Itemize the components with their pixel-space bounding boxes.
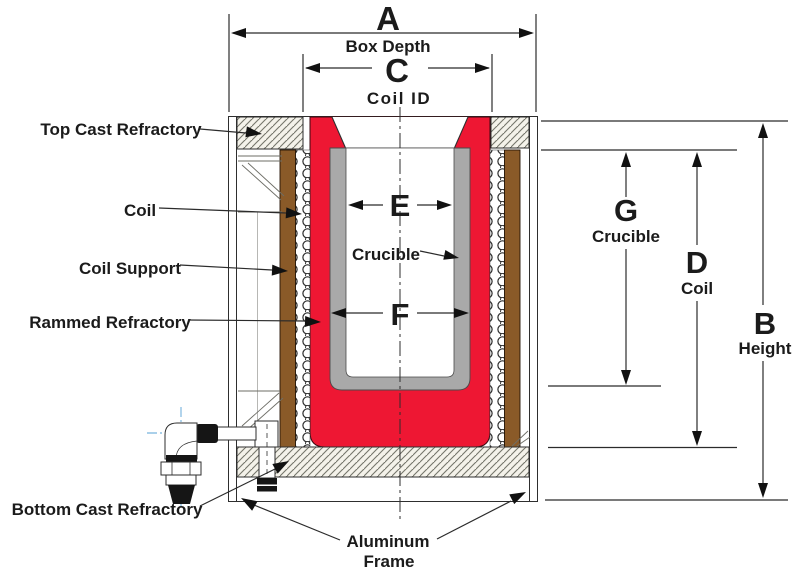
dim-f-letter: F bbox=[391, 297, 410, 332]
coil-support-right bbox=[504, 149, 521, 448]
dim-b-arrow-down bbox=[758, 483, 768, 498]
dim-d-arrow-down bbox=[692, 431, 702, 446]
dim-a: A Box Depth bbox=[228, 0, 537, 112]
label-bottom-cast-refractory: Bottom Cast Refractory bbox=[12, 500, 203, 519]
dim-c: C Coil ID bbox=[302, 52, 493, 112]
crucible-pointer-arrow bbox=[443, 249, 459, 260]
drain-cap bbox=[168, 485, 195, 504]
dim-b-arrow-up bbox=[758, 123, 768, 138]
label-bottom-cast-arrow bbox=[272, 461, 289, 474]
fitting-block bbox=[254, 420, 279, 448]
coil-right bbox=[489, 149, 505, 448]
dim-d-label: Coil bbox=[681, 279, 713, 298]
dim-a-arrow-left bbox=[231, 28, 246, 38]
dim-d: D Coil bbox=[681, 152, 713, 446]
part-labels: Top Cast Refractory Coil Coil Support Ra… bbox=[12, 120, 321, 519]
label-coil-support: Coil Support bbox=[79, 259, 181, 278]
bottom-cast-refractory bbox=[236, 446, 530, 478]
dim-f-arrow-left bbox=[331, 308, 346, 318]
dim-g-label: Crucible bbox=[592, 227, 660, 246]
dim-a-arrow-right bbox=[519, 28, 534, 38]
dim-d-arrow-up bbox=[692, 152, 702, 167]
dim-d-letter: D bbox=[686, 245, 708, 280]
dim-b-label: Height bbox=[739, 339, 792, 358]
drain-fitting bbox=[147, 407, 279, 509]
top-cast-refractory-right bbox=[490, 116, 530, 149]
label-coil-support-arrow bbox=[271, 264, 288, 276]
drain-foot-upper bbox=[257, 478, 277, 485]
hex-nut bbox=[160, 461, 202, 476]
dim-a-label: Box Depth bbox=[346, 37, 431, 56]
aluminum-frame-label: Aluminum Frame bbox=[241, 492, 526, 571]
dim-e: E bbox=[348, 188, 452, 223]
dim-g-letter: G bbox=[614, 193, 638, 228]
dim-e-arrow-right bbox=[437, 200, 452, 210]
label-top-cast-refractory: Top Cast Refractory bbox=[40, 120, 202, 139]
crucible-pointer: Crucible bbox=[352, 245, 459, 264]
pipe-coupling bbox=[196, 424, 218, 443]
dim-a-letter: A bbox=[376, 0, 400, 37]
drain-foot-lower bbox=[257, 486, 277, 492]
frame-bracing bbox=[238, 155, 531, 447]
crucible-pointer-label: Crucible bbox=[352, 245, 420, 264]
frame-left-wall bbox=[228, 116, 237, 502]
label-frame: Frame bbox=[363, 552, 414, 571]
elbow bbox=[164, 422, 198, 460]
label-frame-arrow-left bbox=[241, 498, 258, 511]
coil-left bbox=[295, 149, 311, 448]
label-aluminum: Aluminum bbox=[346, 532, 429, 551]
label-top-cast-arrow bbox=[245, 126, 262, 138]
dim-c-arrow-left bbox=[305, 63, 320, 73]
dim-b: B Height bbox=[739, 123, 792, 498]
label-rammed-refractory: Rammed Refractory bbox=[29, 313, 191, 332]
dim-b-letter: B bbox=[754, 306, 776, 341]
pipe-horizontal bbox=[213, 426, 257, 441]
label-coil: Coil bbox=[124, 201, 156, 220]
dim-c-letter: C bbox=[385, 52, 409, 89]
hex-nut-small bbox=[165, 474, 197, 486]
label-frame-arrow-right bbox=[509, 492, 526, 505]
dim-c-arrow-right bbox=[475, 63, 490, 73]
fitting-ring bbox=[166, 455, 197, 462]
funnel-edge-right bbox=[453, 116, 469, 150]
dim-g-arrow-up bbox=[621, 152, 631, 167]
dim-g-arrow-down bbox=[621, 370, 631, 385]
dim-e-arrow-left bbox=[348, 200, 363, 210]
frame-right-wall bbox=[529, 116, 538, 502]
dim-g: G Crucible bbox=[592, 152, 660, 385]
dim-c-label: Coil ID bbox=[367, 89, 431, 108]
label-coil-arrow bbox=[285, 207, 302, 219]
funnel-edge-left bbox=[331, 116, 347, 150]
label-rammed-refractory-arrow bbox=[304, 315, 321, 327]
dim-f-arrow-right bbox=[454, 308, 469, 318]
dim-e-letter: E bbox=[390, 188, 411, 223]
dim-f: F bbox=[331, 297, 469, 332]
